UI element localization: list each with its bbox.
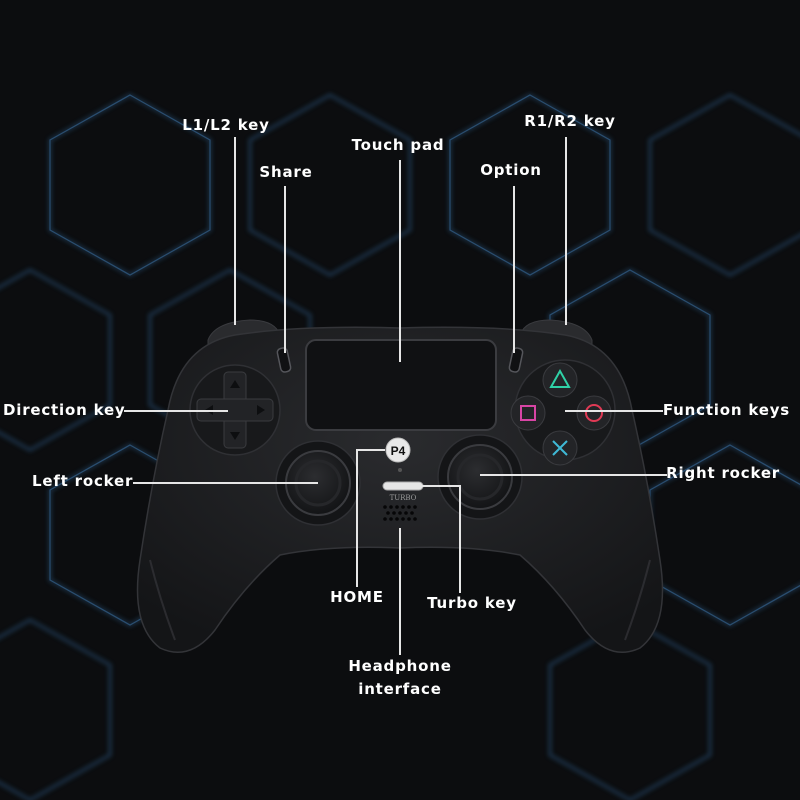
direction-pad[interactable] <box>189 364 281 456</box>
cross-icon <box>552 440 568 456</box>
share-button[interactable] <box>276 347 292 373</box>
right-stick[interactable] <box>437 434 523 520</box>
label-headphone-line2: interface <box>358 680 442 699</box>
label-right-rocker: Right rocker <box>666 464 780 482</box>
cross-button[interactable] <box>542 430 578 466</box>
square-icon <box>520 405 536 421</box>
leader-home <box>356 449 385 587</box>
arrow-down-icon <box>230 432 240 440</box>
label-left-rocker: Left rocker <box>32 472 134 490</box>
turbo-text: TURBO <box>390 494 417 502</box>
triangle-button[interactable] <box>542 362 578 398</box>
label-share: Share <box>259 163 313 181</box>
speaker-grille <box>383 505 417 521</box>
arrow-up-icon <box>230 380 240 388</box>
label-function: Function keys <box>662 401 790 419</box>
triangle-icon <box>549 368 571 388</box>
circle-icon <box>585 404 603 422</box>
label-touchpad: Touch pad <box>351 136 445 154</box>
label-headphone-line1: Headphone <box>348 657 452 675</box>
leader-turbo <box>410 485 461 593</box>
label-home: HOME <box>330 588 384 606</box>
indicator-light <box>398 468 402 472</box>
label-turbo-key: Turbo key <box>427 594 517 612</box>
label-option: Option <box>480 161 542 179</box>
circle-button[interactable] <box>576 395 612 431</box>
leader-lines <box>124 137 667 655</box>
label-l1l2: L1/L2 key <box>182 116 270 134</box>
option-button[interactable] <box>508 347 524 373</box>
arrow-right-icon <box>257 405 265 415</box>
gamepad-controller: P4 TURBO <box>136 319 664 653</box>
label-r1r2: R1/R2 key <box>524 112 616 130</box>
square-button[interactable] <box>510 395 546 431</box>
home-badge-text: P4 <box>391 444 406 458</box>
home-button[interactable]: P4 <box>385 437 411 463</box>
label-direction: Direction key <box>3 401 126 419</box>
label-headphone-interface: Headphone interface <box>348 657 452 699</box>
